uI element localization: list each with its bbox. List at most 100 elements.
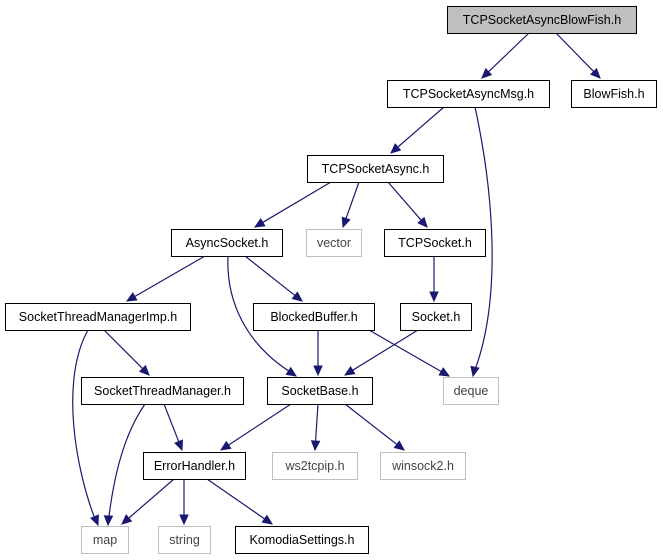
edge-n13-to-n17 [179,479,189,526]
node-blowfish-h[interactable]: BlowFish.h [571,80,657,108]
edge-n8-to-n11 [313,330,323,377]
edge-n6-to-n9 [429,256,439,303]
edge-line [387,181,423,222]
edge-n7-to-n10 [103,329,150,376]
edge-n3-to-n4 [253,181,332,228]
edge-line [72,329,98,525]
edge-arrowhead [261,514,274,525]
node-box [253,303,375,331]
edge-line [345,181,360,220]
edge-n11-to-n14 [310,403,321,452]
node-label: winsock2.h [391,459,454,473]
node-blockedbuffer-h[interactable]: BlockedBuffer.h [253,303,375,331]
node-label: SocketThreadManager.h [94,384,231,398]
node-socket-h[interactable]: Socket.h [400,303,472,331]
node-komodiasettings-h[interactable]: KomodiaSettings.h [235,526,369,554]
edge-arrowhead [341,216,351,229]
edge-line [107,403,146,525]
node-label: Socket.h [412,310,461,324]
edge-line [368,329,443,373]
node-label: TCPSocketAsyncBlowFish.h [463,13,621,27]
node-tcpsocketasyncblowfish-h[interactable]: TCPSocketAsyncBlowFish.h [447,6,637,34]
node-tcpsocketasync-h[interactable]: TCPSocketAsync.h [307,155,444,183]
edge-arrowhead [179,514,189,526]
edge-n0-to-n1 [481,32,530,79]
edge-n0-to-n2 [555,32,601,79]
node-label: BlockedBuffer.h [270,310,357,324]
edge-line [344,403,399,446]
node-asyncsocket-h[interactable]: AsyncSocket.h [171,229,283,257]
node-label: SocketThreadManagerImp.h [19,310,177,324]
edge-line [487,32,530,73]
node-errorhandler-h[interactable]: ErrorHandler.h [143,452,246,480]
edge-line [396,106,445,149]
edge-arrowhead [285,366,298,377]
edge-arrowhead [470,365,480,378]
node-box [158,526,211,554]
node-label: deque [454,384,489,398]
node-string: string [158,526,211,554]
node-box [307,155,444,183]
node-socketthreadmanagerimp-h[interactable]: SocketThreadManagerImp.h [5,303,191,331]
edge-n13-to-n16 [121,478,175,525]
edge-n3-to-n5 [341,181,360,229]
node-socketthreadmanager-h[interactable]: SocketThreadManager.h [81,377,244,405]
node-tcpsocketasyncmsg-h[interactable]: TCPSocketAsyncMsg.h [387,80,550,108]
node-box [384,229,486,257]
edge-n4-to-n7 [125,255,206,302]
edge-line [227,255,296,376]
node-deque: deque [443,377,499,405]
node-ws2tcpip-h: ws2tcpip.h [272,452,358,480]
node-box [443,377,499,405]
node-label: string [169,533,200,547]
edge-n10-to-n16 [103,403,146,527]
node-box [235,526,369,554]
node-label: TCPSocket.h [398,236,472,250]
edge-arrowhead [438,367,451,377]
edge-line [314,403,319,443]
node-label: TCPSocketAsync.h [322,162,430,176]
edge-arrowhead [310,440,321,452]
edge-arrowhead [343,365,356,376]
edge-line [103,329,144,370]
edge-line [261,181,332,224]
edge-n3-to-n6 [387,181,428,228]
node-box [387,80,550,108]
node-winsock2-h: winsock2.h [380,452,466,480]
node-label: ws2tcpip.h [284,459,344,473]
edge-arrowhead [103,515,114,527]
node-label: AsyncSocket.h [186,236,269,250]
node-label: SocketBase.h [281,384,358,398]
node-tcpsocket-h[interactable]: TCPSocket.h [384,229,486,257]
edge-n11-to-n15 [344,403,405,451]
edge-n4-to-n11 [227,255,298,377]
edge-arrowhead [291,291,303,302]
node-box [272,452,358,480]
node-box [81,377,244,405]
node-box [267,377,373,405]
edge-n7-to-n16 [72,329,99,527]
edge-line [555,32,595,73]
edge-arrowhead [390,143,402,154]
edge-arrowhead [393,440,405,451]
nodes-layer: TCPSocketAsyncBlowFish.hTCPSocketAsyncMs… [5,6,657,554]
node-label: BlowFish.h [583,87,644,101]
edge-line [351,329,419,372]
edge-arrowhead [174,439,183,452]
edge-n4-to-n8 [244,255,303,302]
node-label: KomodiaSettings.h [250,533,355,547]
node-vector: vector [306,229,362,257]
node-label: map [93,533,117,547]
edge-n13-to-n18 [206,478,274,525]
edge-arrowhead [253,218,266,228]
node-box [380,452,466,480]
edge-arrowhead [138,364,150,376]
node-box [143,452,246,480]
node-box [447,6,637,34]
node-box [81,526,129,554]
node-socketbase-h[interactable]: SocketBase.h [267,377,373,405]
node-map: map [81,526,129,554]
edge-line [127,478,175,520]
edge-line [206,478,266,520]
edge-n1-to-n3 [390,106,445,154]
